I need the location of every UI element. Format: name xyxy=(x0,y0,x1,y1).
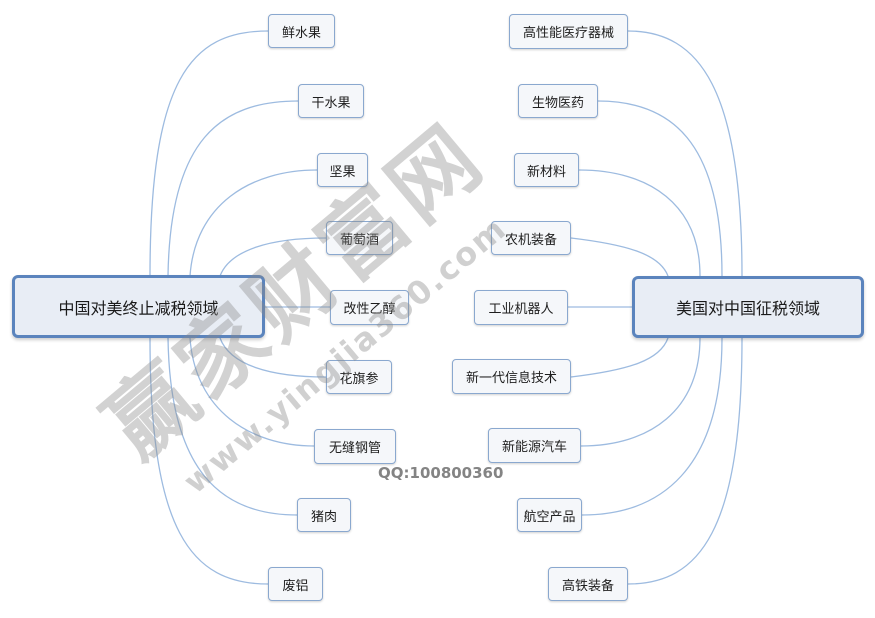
left-item-label: 干水果 xyxy=(311,95,351,111)
connector-right-1 xyxy=(627,30,743,277)
connector-left-4 xyxy=(219,237,327,277)
left-item-seamless-pipe: 无缝钢管 xyxy=(314,429,396,464)
connector-left-2 xyxy=(167,100,299,277)
left-item-label: 废铝 xyxy=(282,578,309,594)
right-item-label: 高性能医疗器械 xyxy=(522,26,614,41)
connector-left-6 xyxy=(219,337,327,378)
left-item-wine: 葡萄酒 xyxy=(326,221,393,255)
left-item-scrap-aluminum: 废铝 xyxy=(268,567,323,601)
connector-right-4 xyxy=(570,237,669,277)
connector-right-9 xyxy=(627,337,743,585)
right-item-label: 新一代信息技术 xyxy=(465,371,557,386)
right-item-next-gen-it: 新一代信息技术 xyxy=(452,359,571,394)
left-item-label: 改性乙醇 xyxy=(343,302,396,317)
right-central-node: 美国对中国征税领域 xyxy=(632,276,864,338)
right-item-medical-devices: 高性能医疗器械 xyxy=(509,14,628,49)
connector-right-3 xyxy=(578,169,701,277)
left-item-label: 无缝钢管 xyxy=(328,441,381,456)
right-item-industrial-robots: 工业机器人 xyxy=(474,290,568,325)
connector-left-1 xyxy=(149,30,269,277)
left-item-label: 坚果 xyxy=(329,164,356,180)
left-item-dried-fruit: 干水果 xyxy=(298,84,364,118)
right-item-label: 工业机器人 xyxy=(488,302,554,317)
connector-right-7 xyxy=(580,337,701,447)
right-item-agri-machinery: 农机装备 xyxy=(491,221,571,255)
left-item-label: 鲜水果 xyxy=(281,25,321,41)
connector-left-9 xyxy=(149,337,269,585)
left-item-fresh-fruit: 鲜水果 xyxy=(268,14,335,48)
connector-right-6 xyxy=(570,337,669,378)
left-item-modified-ethanol: 改性乙醇 xyxy=(330,290,409,325)
connector-left-3 xyxy=(189,169,318,277)
right-item-label: 新材料 xyxy=(526,164,566,180)
right-item-new-energy-vehicles: 新能源汽车 xyxy=(488,428,581,463)
left-item-nuts: 坚果 xyxy=(317,153,368,187)
right-item-label: 生物医药 xyxy=(531,95,584,111)
left-item-pork: 猪肉 xyxy=(297,498,351,532)
right-item-high-speed-rail: 高铁装备 xyxy=(548,567,628,601)
left-central-label: 中国对美终止减税领域 xyxy=(58,298,219,318)
connector-left-8 xyxy=(167,337,298,516)
left-central-node: 中国对美终止减税领域 xyxy=(12,275,265,338)
right-central-label: 美国对中国征税领域 xyxy=(675,299,820,318)
left-item-label: 花旗参 xyxy=(339,371,379,387)
right-item-label: 航空产品 xyxy=(523,509,576,525)
left-item-label: 猪肉 xyxy=(310,509,337,525)
connector-right-2 xyxy=(597,100,723,277)
right-item-label: 农机装备 xyxy=(504,232,557,248)
right-item-biomedicine: 生物医药 xyxy=(518,84,598,118)
right-item-aviation-products: 航空产品 xyxy=(517,498,582,532)
connector-left-7 xyxy=(189,337,315,447)
left-item-label: 葡萄酒 xyxy=(339,232,379,248)
right-item-label: 高铁装备 xyxy=(561,578,614,594)
right-item-new-materials: 新材料 xyxy=(514,153,579,187)
connector-right-8 xyxy=(581,337,723,516)
left-item-ginseng: 花旗参 xyxy=(326,360,392,394)
right-item-label: 新能源汽车 xyxy=(501,440,567,455)
